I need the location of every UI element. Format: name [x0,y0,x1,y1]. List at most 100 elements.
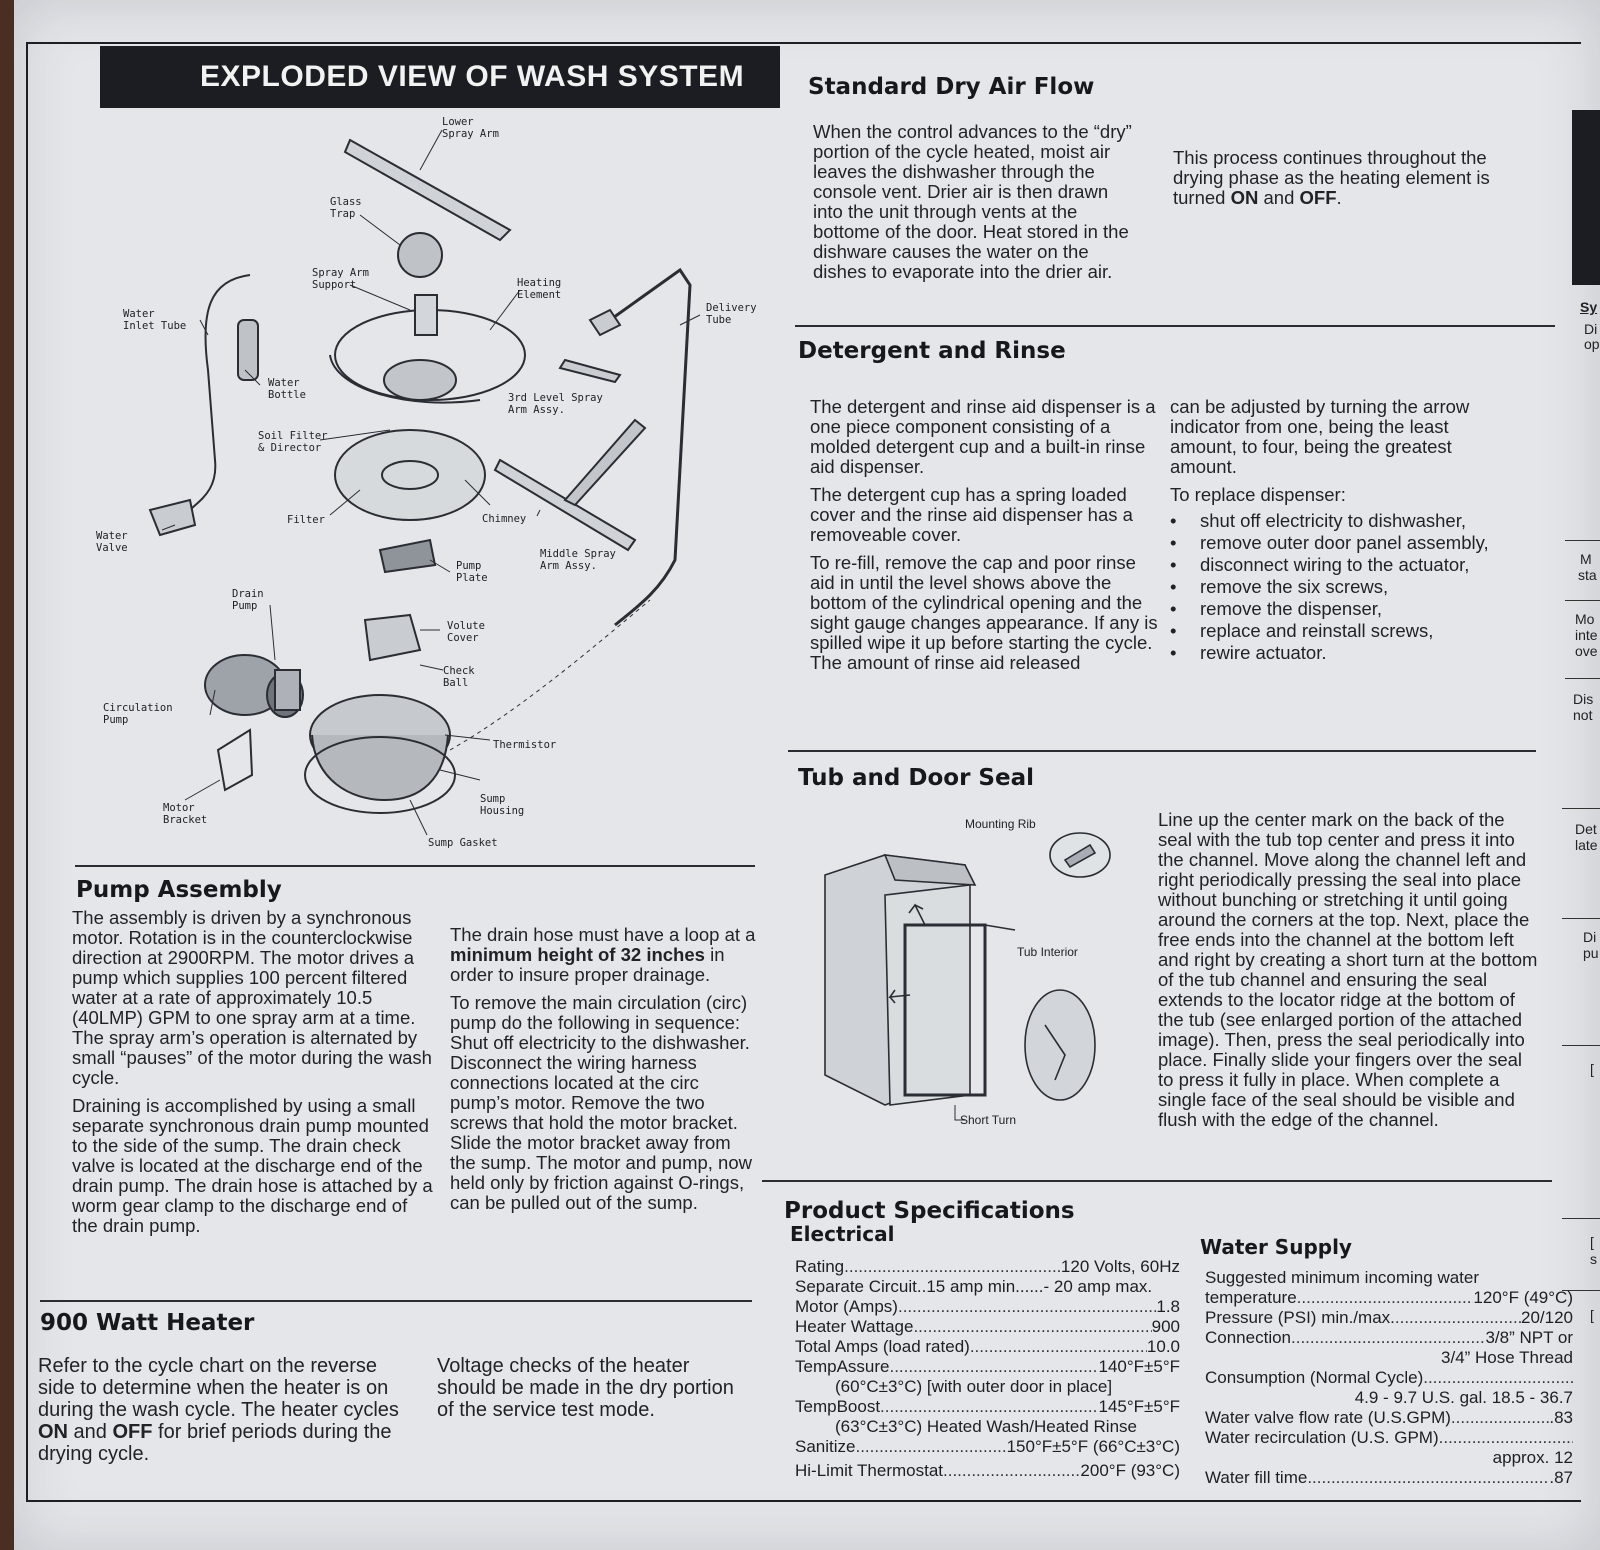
edge-rule [1565,600,1600,601]
spec-value: 3/4” Hose Thread [1441,1348,1573,1367]
label-check-ball: Check Ball [443,665,475,689]
label-water-bottle: Water Bottle [268,377,306,401]
heater-text: Refer to the cycle chart on the reverse … [38,1355,399,1421]
dry-air-heading: Standard Dry Air Flow [808,74,1095,100]
edge-rule [1565,678,1600,679]
minimum-height-emphasis: minimum height of 32 inches [450,944,705,965]
replace-dispenser-steps: shut off electricity to dishwasher, remo… [1170,511,1515,664]
dot-leader [1423,1368,1573,1388]
dot-leader [1451,1408,1549,1428]
water-supply-heading: Water Supply [1200,1235,1352,1259]
pump-col1: The assembly is driven by a synchronous … [72,908,437,1244]
dot-leader [898,1297,1156,1317]
edge-rule [1565,540,1600,541]
pump-col2: The drain hose must have a loop at a min… [450,925,760,1221]
spec-value: 140°F±5°F [1098,1357,1180,1376]
seal-heading: Tub and Door Seal [798,765,1034,791]
spec-row: TempAssure 140°F±5°F [795,1357,1180,1377]
dot-leader [1439,1428,1573,1448]
spec-label: Water fill time [1205,1468,1308,1487]
edge-text: Dis [1573,691,1594,707]
spec-label: Water valve flow rate (U.S.GPM) [1205,1408,1451,1427]
label-middle-spray-arm: Middle Spray Arm Assy. [540,548,616,572]
drain-hose-text: The drain hose must have a loop at a [450,924,756,945]
off-emphasis: OFF [112,1421,153,1443]
spec-label: Rating [795,1257,845,1276]
label-thermistor: Thermistor [493,739,557,751]
tub-seal-illustration: Mounting Rib Tub Interior Short Turn [815,805,1145,1135]
heater-col2: Voltage checks of the heater should be m… [437,1355,734,1421]
spec-row: approx. 12 [1205,1448,1573,1468]
spec-label: TempAssure [795,1357,890,1376]
spec-value: 3/8” NPT or [1485,1328,1573,1347]
edge-text: Di [1584,321,1598,337]
label-glass-trap: Glass Trap [330,196,362,220]
dot-leader [943,1461,1080,1481]
spec-value: approx. 12 [1492,1448,1573,1467]
dot-leader [1395,1308,1521,1328]
page-title: EXPLODED VIEW OF WASH SYSTEM [100,46,780,108]
label-soil-filter: Soil Filter & Director [258,430,328,454]
detergent-paragraph-3: To re-fill, remove the cap and poor rins… [810,552,1158,673]
spec-row: (63°C±3°C) Heated Wash/Heated Rinse [795,1417,1180,1437]
edge-text: [ [1590,1234,1594,1250]
spec-value: 120°F (49°C) [1473,1288,1573,1307]
list-item: disconnect wiring to the actuator, [1170,555,1515,576]
specs-heading: Product Specifications [784,1198,1075,1224]
edge-text: inte [1575,627,1598,643]
spec-label: Sanitize [795,1437,856,1456]
section-divider [788,750,1536,752]
spec-row: temperature120°F (49°C) [1205,1288,1573,1308]
section-divider [75,865,755,867]
and-text: and [68,1421,113,1443]
dry-air-text-col2: This process continues throughout the dr… [1173,148,1508,208]
edge-text: M [1580,551,1592,567]
short-turn-label: Short Turn [960,1113,1017,1127]
heater-text-end: for brief periods during the drying cycl… [38,1421,392,1465]
spec-value: 20/120 [1521,1308,1573,1327]
label-spray-arm-support: Spray Arm Support [312,267,369,291]
list-item: shut off electricity to dishwasher, [1170,511,1515,532]
edge-rule [1562,1290,1600,1291]
spec-label: Pressure (PSI) min./max. [1205,1308,1395,1327]
tub-interior-label: Tub Interior [1017,945,1078,959]
heater-col1: Refer to the cycle chart on the reverse … [38,1355,418,1465]
spec-row: Consumption (Normal Cycle) [1205,1368,1573,1388]
edge-text: ove [1575,643,1598,659]
spec-label: Water recirculation (U.S. GPM) [1205,1428,1439,1447]
water-specs: Suggested minimum incoming water tempera… [1205,1268,1573,1488]
on-emphasis: ON [1230,187,1259,208]
edge-text: Sy [1580,299,1598,315]
edge-text: op [1584,336,1600,352]
spec-label: Motor (Amps) [795,1297,898,1316]
pump-paragraph-2: Draining is accomplished by using a smal… [72,1095,433,1236]
spec-label: Heater Wattage [795,1317,914,1336]
spec-row: Hi-Limit Thermostat 200°F (93°C) [795,1461,1180,1481]
dot-leader [889,1357,1098,1377]
edge-text: [ [1590,1061,1594,1077]
electrical-heading: Electrical [790,1222,895,1246]
label-delivery-tube: Delivery Tube [706,302,757,326]
list-item: replace and reinstall screws, [1170,621,1515,642]
detergent-col1: The detergent and rinse aid dispenser is… [810,397,1160,681]
pump-paragraph-4: To remove the main circulation (circ) pu… [450,992,752,1213]
spec-value: .87 [1549,1468,1573,1487]
list-item: rewire actuator. [1170,643,1515,664]
label-chimney: Chimney [482,513,527,525]
spec-value: 900 [1151,1317,1180,1336]
spec-label: Total Amps (load rated) [795,1337,970,1356]
edge-text: Di [1583,929,1597,945]
list-item: remove the dispenser, [1170,599,1515,620]
spec-row: Water fill time .87 [1205,1468,1573,1488]
spec-value: 4.9 - 9.7 U.S. gal. 18.5 - 36.7 [1354,1388,1573,1407]
and-text: and [1258,187,1300,208]
spec-row: Total Amps (load rated)10.0 [795,1337,1180,1357]
mounting-rib-label: Mounting Rib [965,817,1036,831]
dot-leader [970,1337,1147,1357]
label-motor-bracket: Motor Bracket [163,802,208,826]
spec-row: Connection3/8” NPT or [1205,1328,1573,1348]
edge-text: sta [1578,567,1597,583]
edge-text: [ [1590,1307,1594,1323]
spec-row: Water valve flow rate (U.S.GPM).83 [1205,1408,1573,1428]
spec-label: Consumption (Normal Cycle) [1205,1368,1424,1387]
